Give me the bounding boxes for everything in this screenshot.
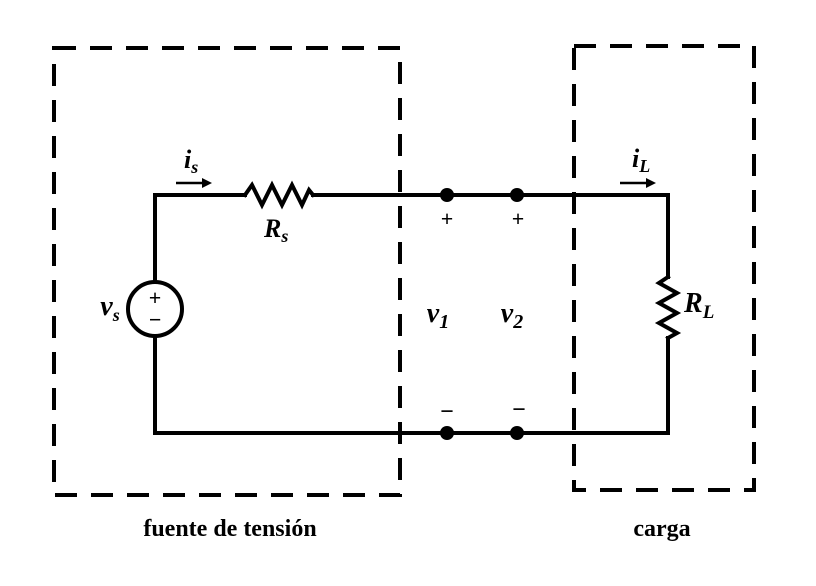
- source-voltage-label: vs: [100, 291, 119, 325]
- source-current-arrowhead-icon: [202, 178, 212, 188]
- port2-minus: −: [512, 397, 526, 423]
- voltage-source-icon: [126, 280, 184, 338]
- port1-minus: −: [440, 399, 454, 425]
- source-resistor-icon: [242, 180, 316, 210]
- port1-top-node: [440, 188, 454, 202]
- load-resistor-icon: [654, 274, 682, 341]
- source-resistor-label: Rs: [263, 214, 288, 246]
- port2-voltage-label: v2: [501, 298, 523, 333]
- source-plus: +: [149, 285, 162, 310]
- port1-bottom-node: [440, 426, 454, 440]
- load-box-caption: carga: [633, 516, 690, 542]
- load-current-label: iL: [632, 144, 650, 176]
- port2-top-node: [510, 188, 524, 202]
- port2-bottom-node: [510, 426, 524, 440]
- wire-bottom: [153, 334, 670, 435]
- source-current-label: is: [184, 145, 198, 177]
- load-box: [572, 44, 756, 492]
- wire-top-left: [153, 193, 247, 284]
- port2-plus: +: [512, 206, 525, 231]
- port1-voltage-label: v1: [427, 298, 449, 333]
- source-box: [52, 46, 402, 497]
- source-minus: −: [149, 307, 162, 332]
- source-box-caption: fuente de tensión: [143, 516, 316, 542]
- port1-plus: +: [441, 206, 454, 231]
- load-resistor-label: RL: [683, 288, 714, 323]
- load-current-arrowhead-icon: [646, 178, 656, 188]
- wire-top-right: [311, 193, 670, 279]
